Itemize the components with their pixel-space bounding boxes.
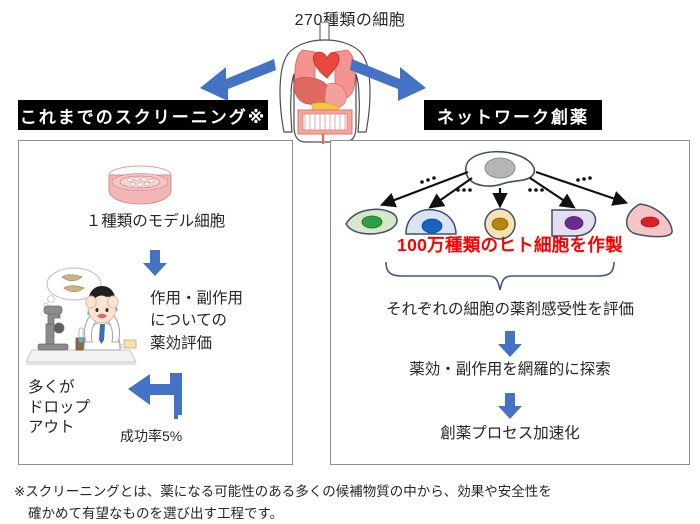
arrow-to-right-panel-icon <box>350 59 426 101</box>
one-million-cells-label: 100万種類のヒト細胞を作製 <box>397 235 623 255</box>
drug-sensitivity-label: それぞれの細胞の薬剤感受性を評価 <box>385 301 634 318</box>
efficacy-line-2: についての <box>150 312 228 330</box>
footnote-line-2: 確かめて有望なものを選び出す工程です。 <box>28 505 284 521</box>
banner-network-drug-discovery: ネットワーク創薬 <box>424 100 602 130</box>
efficacy-line-1: 作用・副作用 <box>150 290 244 307</box>
ellipsis-dots <box>420 176 592 192</box>
dropout-line-1: 多くが <box>28 379 75 396</box>
footnote: ※スクリーニングとは、薬になる可能性のある多くの候補物質の中から、効果や安全性を… <box>14 481 686 524</box>
efficacy-evaluation-label: 作用・副作用 についての 薬効評価 <box>150 288 290 355</box>
petri-dish-icon <box>108 165 172 205</box>
cell-differentiation-network <box>345 150 673 240</box>
success-rate-label: 成功率5% <box>120 428 183 444</box>
process-acceleration-label: 創薬プロセス加速化 <box>440 425 580 442</box>
bent-left-arrow-icon <box>128 373 182 419</box>
footnote-line-1: ※スクリーニングとは、薬になる可能性のある多くの候補物質の中から、効果や安全性を <box>14 484 552 499</box>
red-cell <box>626 203 673 238</box>
down-arrow-icon-right-2 <box>498 393 522 419</box>
dropout-line-3: アウト <box>28 419 75 437</box>
stem-cell <box>464 150 536 187</box>
down-arrow-icon-left-1 <box>143 250 167 276</box>
arrow-to-left-panel-icon <box>200 59 276 101</box>
down-arrow-icon-right-1 <box>498 331 522 357</box>
curly-brace-icon <box>385 261 615 291</box>
model-cell-label: １種類のモデル細胞 <box>85 213 226 230</box>
comprehensive-exploration-label: 薬効・副作用を網羅的に探索 <box>409 361 611 378</box>
dropout-line-2: ドロップ <box>28 399 91 417</box>
efficacy-line-3: 薬効評価 <box>150 334 213 352</box>
banner-conventional-screening: これまでのスクリーニング※ <box>18 100 268 130</box>
purple-cell <box>551 209 597 237</box>
green-cell <box>345 208 398 235</box>
gold-cell <box>484 208 516 240</box>
dropout-label: 多くが ドロップ アウト <box>28 378 128 438</box>
distressed-scientist-icon <box>25 267 137 365</box>
blue-cell <box>405 208 457 235</box>
